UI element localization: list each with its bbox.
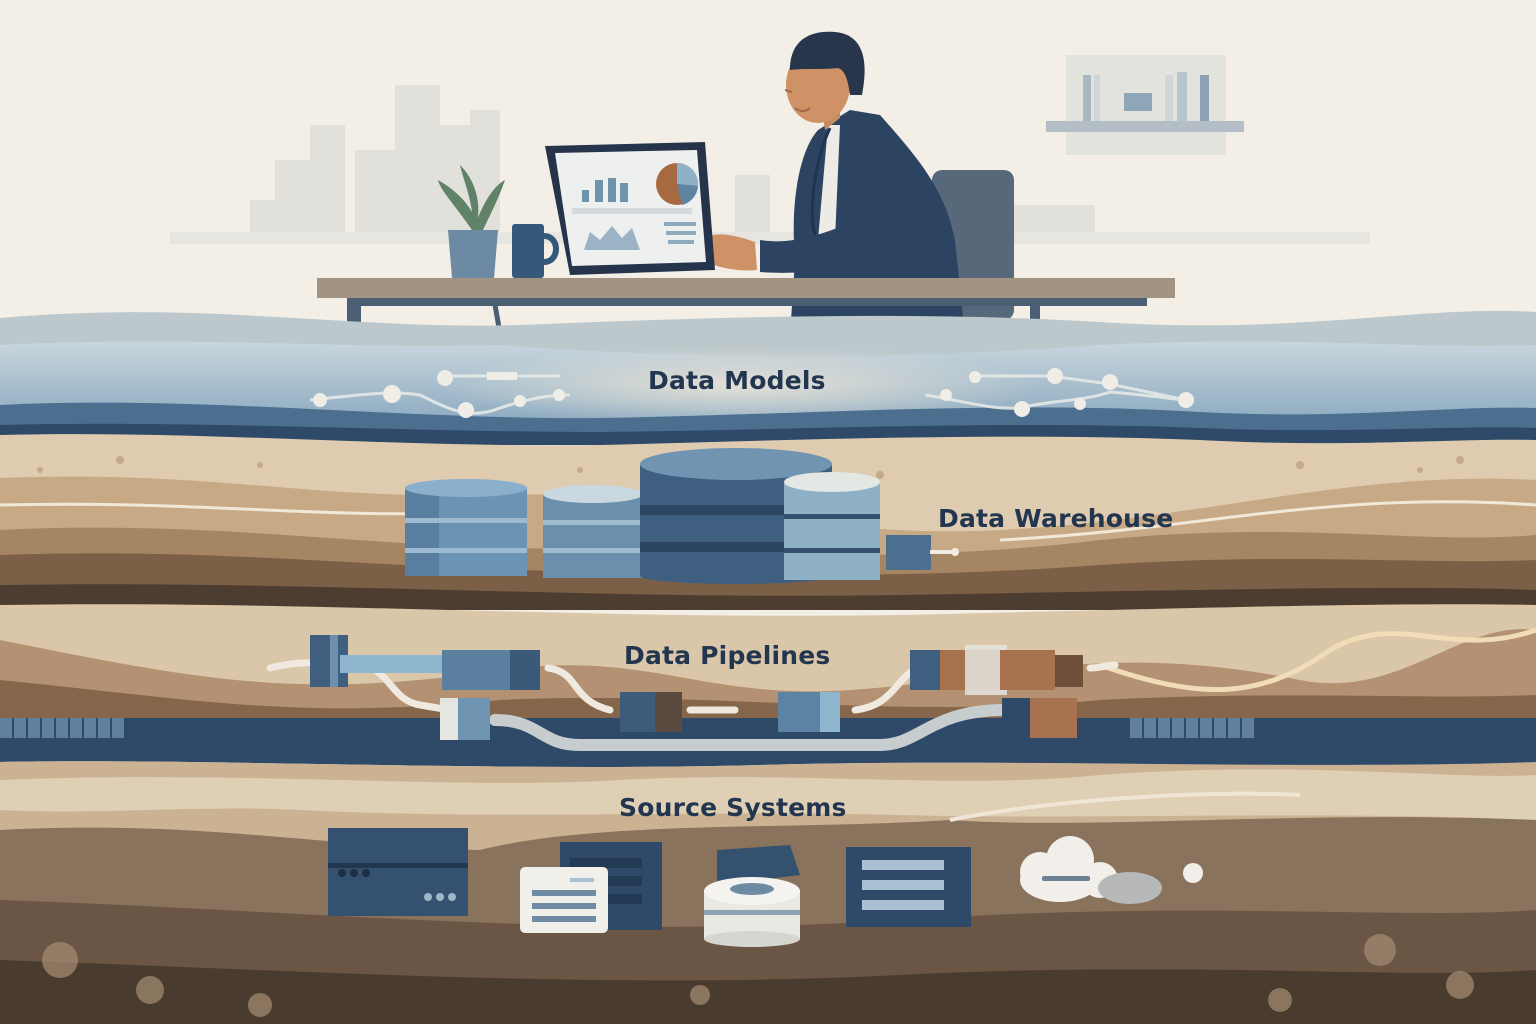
server-icon <box>328 828 468 916</box>
database-icon <box>405 479 527 576</box>
laptop-text-lines <box>664 222 696 244</box>
database-cylinders <box>405 448 959 584</box>
layer-label-source-systems: Source Systems <box>619 793 847 822</box>
laptop-pie-chart <box>656 162 699 205</box>
wall-shelf <box>1046 55 1244 155</box>
laptop-bar-chart <box>582 178 628 202</box>
source-systems-layer <box>0 761 1536 1024</box>
layer-label-data-warehouse: Data Warehouse <box>938 504 1174 533</box>
pipeline-connectors <box>310 635 1083 740</box>
data-warehouse-layer <box>0 434 1536 610</box>
cloud-icon <box>1020 836 1203 904</box>
network-nodes <box>313 368 1194 418</box>
layer-label-data-models: Data Models <box>648 366 826 395</box>
storage-box-icon <box>846 847 971 927</box>
document-icon <box>520 867 608 933</box>
data-pipelines-layer <box>0 604 1536 767</box>
database-icon <box>784 472 931 580</box>
potted-plant <box>438 165 505 278</box>
laptop[interactable] <box>545 142 715 275</box>
conveyor-segments <box>0 718 1254 738</box>
layer-label-data-pipelines: Data Pipelines <box>624 641 831 670</box>
coffee-mug <box>512 224 559 278</box>
laptop-area-chart <box>584 226 640 250</box>
database-icon <box>543 485 643 578</box>
disk-database-icon <box>704 877 800 947</box>
storage-stack-icon <box>717 845 800 885</box>
